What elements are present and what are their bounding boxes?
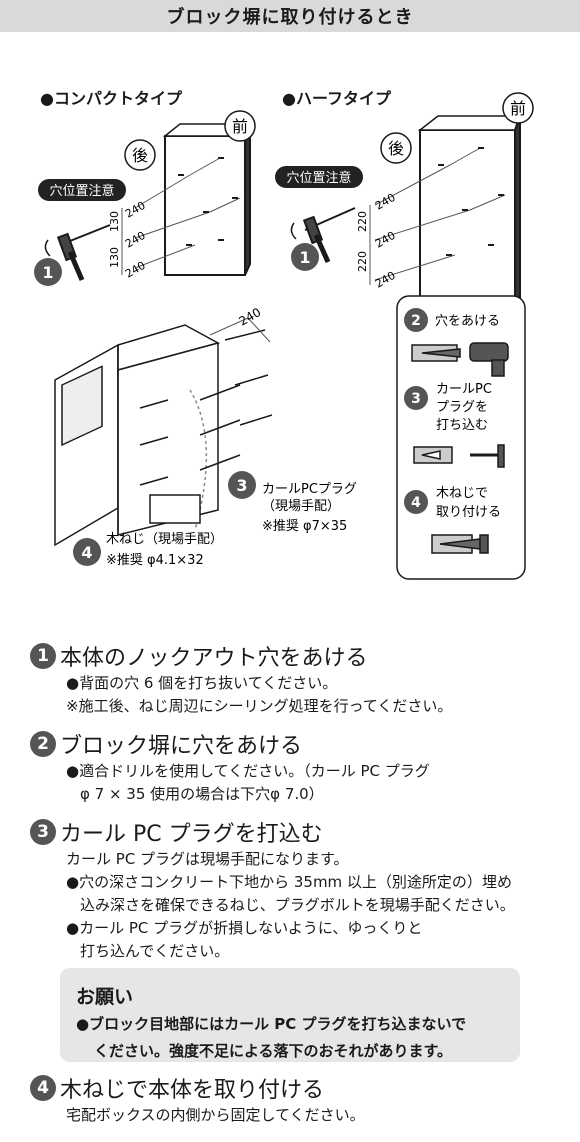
svg-text:穴位置注意: 穴位置注意	[286, 170, 351, 186]
step-2-bullet-1-cont: φ 7 × 35 使用の場合は下穴φ 7.0）	[80, 785, 324, 803]
screw-recommend: ※推奨 φ4.1×32	[106, 553, 204, 568]
compact-dim-240-b: 240	[123, 229, 148, 251]
mounting-dim	[209, 317, 271, 343]
half-dim-240-b: 240	[373, 229, 398, 251]
compact-front-badge: 前	[224, 110, 256, 142]
step-3-bullet-2-cont: 打ち込んでください。	[80, 942, 230, 960]
step-4-number: 4	[30, 1075, 56, 1101]
step-4-badge: 4	[73, 538, 101, 566]
compact-step-1-badge: 1	[34, 258, 62, 286]
compact-type-label: ●コンパクトタイプ	[40, 89, 183, 108]
compact-box	[162, 123, 252, 276]
svg-text:プラグを: プラグを	[436, 400, 488, 415]
step-3-bullet-1: ●穴の深さコンクリート下地から 35mm 以上（別途所定の）埋め	[66, 873, 512, 891]
section-header: ブロック塀に取り付けるとき	[0, 0, 580, 32]
svg-text:打ち込む: 打ち込む	[436, 418, 488, 433]
half-hole-marks	[438, 147, 504, 256]
compact-dim-240-c: 240	[123, 259, 148, 281]
panel-step-3: 3 カールPC プラグを 打ち込む	[404, 382, 492, 433]
step-4-title: 木ねじで本体を取り付ける	[60, 1078, 325, 1103]
svg-text:前: 前	[232, 117, 248, 136]
half-type-label: ●ハーフタイプ	[282, 89, 392, 108]
svg-text:穴をあける: 穴をあける	[435, 314, 500, 329]
step-2-bullet-1: ●適合ドリルを使用してください。（カール PC プラグ	[66, 762, 430, 780]
step-3-bullet-1-cont: 込み深さを確保できるねじ、プラグボルトを現場手配ください。	[80, 896, 515, 914]
plug-label-2: （現場手配）	[262, 499, 340, 514]
step-3-badge: 3	[228, 471, 256, 499]
caution-note-box: お願い ●ブロック目地部にはカール PC プラグを打ち込まないで ください。強度…	[60, 968, 520, 1062]
step-3-title: カール PC プラグを打込む	[60, 822, 323, 847]
half-dim-220-b: 220	[356, 251, 369, 272]
compact-hole-marks	[178, 157, 238, 246]
caution-note-title: お願い	[76, 986, 134, 1008]
drill-icon	[411, 342, 509, 377]
half-back-badge: 後	[380, 132, 412, 164]
compact-caution-tag: 穴位置注意	[38, 179, 126, 201]
svg-text:穴位置注意: 穴位置注意	[49, 183, 114, 199]
step-3-intro: カール PC プラグは現場手配になります。	[66, 850, 349, 868]
step-1-note: ※施工後、ねじ周辺にシーリング処理を行ってください。	[66, 697, 453, 715]
compact-back-badge: 後	[124, 139, 156, 171]
compact-dim-130-a: 130	[108, 211, 121, 232]
half-punch-icon	[290, 207, 356, 264]
caution-note-line-2: ください。強度不足による落下のおそれがあります。	[94, 1042, 453, 1060]
half-front-badge: 前	[502, 92, 534, 124]
compact-hole-lines	[134, 157, 241, 269]
compact-dim-130-b: 130	[108, 247, 121, 268]
screw-icon	[431, 534, 489, 554]
svg-text:4: 4	[411, 495, 421, 511]
plug-recommend: ※推奨 φ7×35	[262, 519, 347, 534]
half-box	[417, 115, 522, 311]
svg-text:2: 2	[411, 313, 421, 329]
svg-text:後: 後	[388, 139, 404, 158]
half-caution-tag: 穴位置注意	[275, 166, 363, 188]
svg-text:4: 4	[81, 543, 92, 562]
svg-text:前: 前	[510, 99, 526, 118]
step-2-number: 2	[30, 731, 56, 757]
half-hole-lines	[374, 147, 506, 281]
svg-text:1: 1	[299, 248, 310, 267]
svg-text:1: 1	[42, 263, 53, 282]
step-3-bullet-2: ●カール PC プラグが折損しないように、ゆっくりと	[66, 919, 423, 937]
compact-punch-icon	[44, 224, 111, 281]
svg-text:3: 3	[411, 391, 421, 407]
svg-text:カールPC: カールPC	[436, 382, 492, 397]
mounting-box	[54, 324, 221, 547]
svg-text:後: 後	[132, 146, 148, 165]
half-dim-240-a: 240	[373, 191, 398, 213]
caution-note-line-1: ●ブロック目地部にはカール PC プラグを打ち込まないで	[76, 1015, 467, 1033]
svg-text:木ねじで: 木ねじで	[436, 486, 488, 501]
svg-text:3: 3	[236, 476, 247, 495]
panel-step-2: 2 穴をあける	[404, 308, 500, 332]
step-1-number: 1	[30, 643, 56, 669]
panel-step-4: 4 木ねじで 取り付ける	[404, 486, 501, 520]
screw-label: 木ねじ（現場手配）	[106, 532, 223, 547]
step-1-title: 本体のノックアウト穴をあける	[60, 646, 368, 671]
plug-icon	[413, 444, 505, 468]
half-dim-240-c: 240	[373, 269, 398, 291]
installation-figure: ●コンパクトタイプ 240 240 240 130 130 前 後 穴位置注意	[0, 40, 580, 610]
half-dim-220-a: 220	[356, 211, 369, 232]
svg-text:取り付ける: 取り付ける	[436, 505, 501, 520]
mounting-dim-240: 240	[237, 305, 264, 329]
step-1-bullet-1: ●背面の穴 6 個を打ち抜いてください。	[66, 674, 338, 692]
plug-label: カールPCプラグ	[262, 482, 357, 497]
half-step-1-badge: 1	[291, 243, 319, 271]
step-3-number: 3	[30, 819, 56, 845]
step-4-text: 宅配ボックスの内側から固定してください。	[66, 1106, 365, 1124]
mounting-screws	[139, 329, 273, 486]
step-2-title: ブロック塀に穴をあける	[60, 734, 303, 759]
